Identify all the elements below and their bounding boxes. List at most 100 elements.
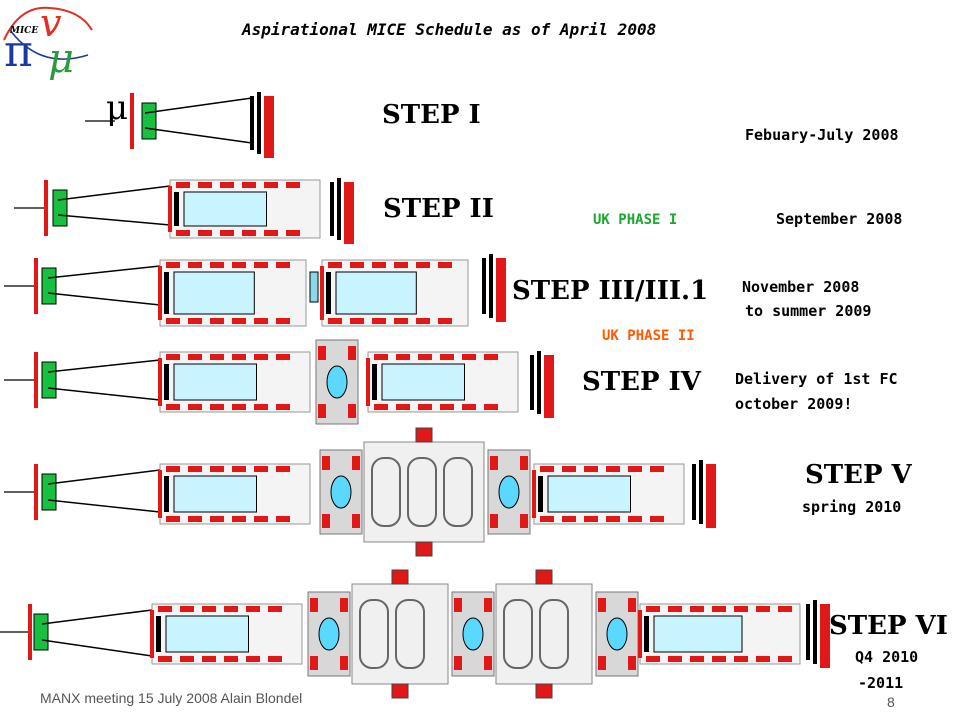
step2-solenoid-tof	[174, 192, 179, 226]
step3-solenoid-up-coil-top	[210, 262, 224, 268]
step6-solenoid-up-coil-bottom	[246, 656, 260, 662]
svg-text:v: v	[40, 1, 62, 45]
step2-solenoid-coil-top	[176, 182, 190, 188]
step2-solenoid-coil-top	[264, 182, 278, 188]
step5-solenoid-down-coil-top	[606, 466, 620, 472]
step3-solenoid-up-tracker	[173, 271, 255, 315]
step4-det2	[537, 351, 541, 414]
step6-solenoid-down-coil-bottom	[778, 656, 792, 662]
step1-beam-upper	[144, 97, 253, 114]
step6-det1	[806, 604, 810, 660]
step4-focus-coil-absorber	[326, 365, 348, 399]
step2-calorimeter	[344, 182, 354, 244]
step5-solenoid-up-coil-bottom	[188, 516, 202, 522]
step6-solenoid-up-endplate	[150, 610, 154, 658]
step3-diffuser	[34, 258, 38, 314]
step2-solenoid-coil-bottom	[220, 230, 234, 236]
step5-focus-coil-1-coil-d	[352, 514, 360, 528]
step3-detector	[41, 267, 57, 305]
step6-focus-coil-2-absorber	[462, 617, 484, 651]
step2-solenoid-coil-top	[286, 182, 300, 188]
step4-solenoid-down-coil-top	[462, 354, 476, 360]
step3-solenoid-up-coil-top	[276, 262, 290, 268]
step3-solenoid-down-endplate	[320, 266, 324, 320]
step6-focus-coil-1-coil-d	[340, 656, 348, 670]
step6-solenoid-down-coil-bottom	[756, 656, 770, 662]
step6-solenoid-up-coil-bottom	[158, 656, 172, 662]
step-6-date-line2: -2011	[858, 674, 904, 692]
step5-solenoid-up-coil-bottom	[254, 516, 268, 522]
step4-solenoid-down-tracker	[381, 363, 465, 401]
step5-solenoid-down-coil-top	[650, 466, 664, 472]
step-2-label: STEP II	[383, 194, 494, 224]
step3-absorber	[309, 271, 319, 303]
step-1-label: STEP I	[382, 100, 481, 130]
step5-rf-module-cavity	[407, 457, 437, 527]
step4-solenoid-up-coil-top	[232, 354, 246, 360]
step6-rf-module-2-coupler-bottom	[535, 683, 553, 699]
step5-solenoid-up-coil-bottom	[276, 516, 290, 522]
step5-focus-coil-2-absorber	[498, 475, 520, 509]
step3-det2	[489, 254, 493, 318]
step4-det1	[530, 355, 534, 410]
step6-rf-module-1-cavity	[395, 599, 425, 669]
step4-solenoid-up-tracker	[173, 363, 257, 401]
step4-focus-coil-coil-d	[348, 404, 356, 418]
step2-detector	[52, 189, 68, 227]
step6-rf-module-2-cavity	[503, 599, 533, 669]
step-4-label: STEP IV	[582, 367, 701, 397]
step5-diffuser	[34, 464, 38, 520]
step6-solenoid-up-coil-bottom	[224, 656, 238, 662]
step-4-date-line2: october 2009!	[735, 395, 853, 413]
step5-solenoid-up-coil-bottom	[210, 516, 224, 522]
step5-solenoid-up-tof	[164, 476, 169, 512]
step6-solenoid-down-endplate	[638, 610, 642, 658]
step4-solenoid-up-coil-bottom	[210, 404, 224, 410]
step3-solenoid-down-tracker	[335, 271, 417, 315]
step5-solenoid-up-coil-top	[276, 466, 290, 472]
step-3-date-line1: November 2008	[742, 278, 860, 296]
step3-solenoid-down-coil-top	[394, 262, 408, 268]
step5-det1	[692, 464, 696, 520]
step5-solenoid-down-coil-top	[584, 466, 598, 472]
step4-solenoid-down-coil-top	[374, 354, 388, 360]
step4-beam-upper	[47, 359, 161, 373]
uk-phase-2-label: UK PHASE II	[602, 328, 695, 344]
step6-solenoid-down-coil-top	[646, 606, 660, 612]
step6-solenoid-up-coil-top	[268, 606, 282, 612]
step2-solenoid-coil-top	[198, 182, 212, 188]
step5-solenoid-up-tracker	[173, 475, 257, 513]
step5-rf-module-cavity	[443, 457, 473, 527]
step4-detector	[41, 361, 57, 399]
step6-solenoid-up-coil-top	[202, 606, 216, 612]
step3-solenoid-down-coil-bottom	[416, 318, 430, 324]
step6-solenoid-down-coil-bottom	[712, 656, 726, 662]
step3-solenoid-up-coil-bottom	[232, 318, 246, 324]
step4-solenoid-up-coil-top	[210, 354, 224, 360]
page-number: 8	[887, 694, 895, 710]
step5-solenoid-down-tof	[538, 476, 543, 512]
step3-beam-upper	[47, 265, 161, 279]
step6-calorimeter	[820, 604, 830, 668]
step6-focus-coil-3-coil-d	[628, 656, 636, 670]
step5-calorimeter	[706, 464, 716, 528]
step5-solenoid-down-coil-top	[562, 466, 576, 472]
step5-focus-coil-2-coil-a	[490, 456, 498, 470]
step6-focus-coil-1-coil-a	[310, 598, 318, 612]
step5-focus-coil-1-coil-c	[322, 514, 330, 528]
step6-solenoid-up-coil-top	[224, 606, 238, 612]
step5-solenoid-down-coil-bottom	[562, 516, 576, 522]
step2-solenoid-coil-bottom	[242, 230, 256, 236]
step1-detector	[141, 102, 157, 140]
logo-label: MICE	[10, 26, 39, 36]
step6-solenoid-up-coil-bottom	[180, 656, 194, 662]
step6-beam-upper	[41, 609, 153, 625]
step4-focus-coil-coil-c	[318, 404, 326, 418]
step3-solenoid-down-coil-bottom	[438, 318, 452, 324]
step3-solenoid-up-coil-bottom	[166, 318, 180, 324]
step5-solenoid-down-coil-bottom	[584, 516, 598, 522]
step6-solenoid-down-coil-bottom	[668, 656, 682, 662]
step3-solenoid-up-coil-top	[232, 262, 246, 268]
step3-calorimeter	[496, 258, 506, 322]
step4-solenoid-up-tof	[164, 364, 169, 400]
